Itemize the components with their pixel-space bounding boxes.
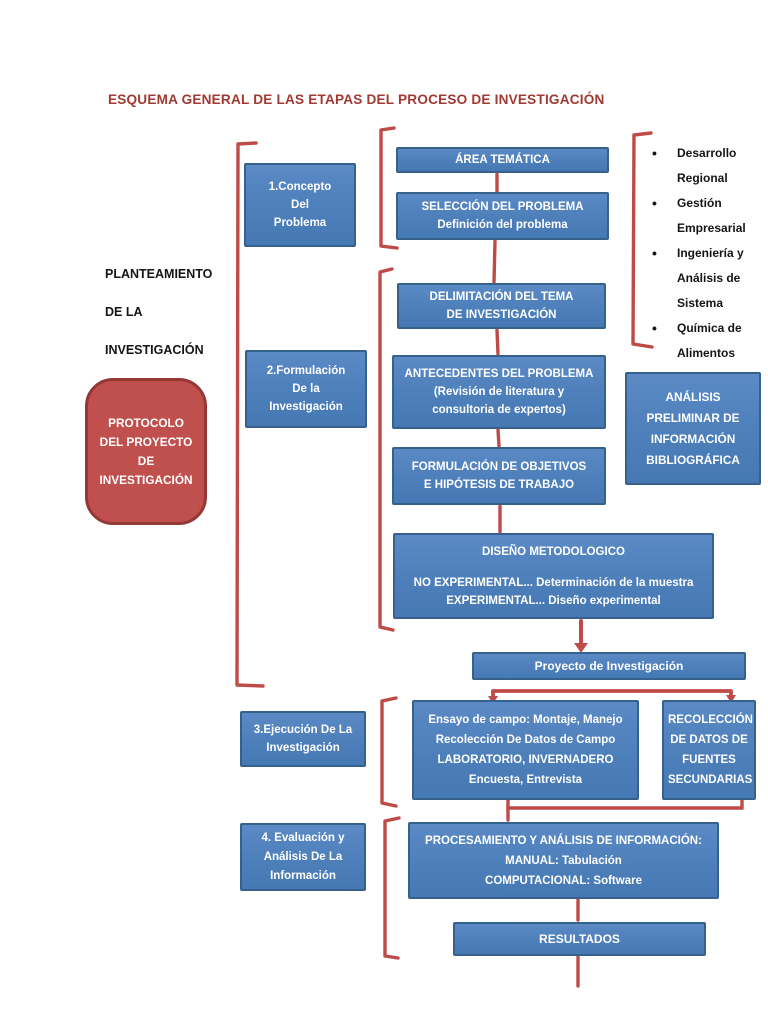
- box-line: ANÁLISIS: [665, 389, 721, 404]
- box-area-tematica: ÁREA TEMÁTICA: [396, 147, 609, 173]
- planteamiento-label-line: PLANTEAMIENTO: [105, 267, 213, 281]
- bracket-stage3: [380, 696, 398, 808]
- box-formulacion-objetivos: FORMULACIÓN DE OBJETIVOS E HIPÓTESIS DE …: [392, 447, 606, 505]
- topic-item: Desarrollo Regional: [648, 141, 760, 191]
- box-line: PRELIMINAR DE: [646, 410, 740, 425]
- box-formulacion-investigacion: 2.Formulación De la Investigación: [245, 350, 367, 428]
- box-line: (Revisión de literatura y: [433, 386, 565, 398]
- box-line: MANUAL: Tabulación: [505, 854, 622, 867]
- protocolo-line: DE: [137, 453, 155, 468]
- box-line: Del: [291, 199, 309, 211]
- box-delimitacion-tema: DELIMITACIÓN DEL TEMA DE INVESTIGACIÓN: [397, 283, 606, 329]
- box-line: Recolección De Datos de Campo: [435, 734, 616, 746]
- box-line: Encuesta, Entrevista: [468, 774, 583, 786]
- box-line: consultoria de expertos): [432, 404, 566, 416]
- box-line: INFORMACIÓN: [650, 431, 736, 446]
- box-line: Problema: [273, 217, 327, 229]
- box-line: LABORATORIO, INVERNADERO: [437, 754, 614, 766]
- bracket-stage4: [383, 816, 401, 960]
- box-line: Ensayo de campo: Montaje, Manejo: [428, 714, 623, 726]
- box-recoleccion-fuentes-secundarias: RECOLECCIÓN DE DATOS DE FUENTES SECUNDAR…: [662, 700, 756, 800]
- box-concepto-del-problema: 1.Concepto Del Problema: [244, 163, 356, 247]
- box-line: EXPERIMENTAL... Diseño experimental: [446, 594, 661, 607]
- box-antecedentes-problema: ANTECEDENTES DEL PROBLEMA (Revisión de l…: [392, 355, 606, 429]
- box-line: DE DATOS DE: [670, 734, 748, 746]
- line-antecedentes-objetivos: [496, 428, 501, 448]
- box-proyecto-investigacion: Proyecto de Investigación: [472, 652, 746, 680]
- box-line: 1.Concepto: [268, 181, 332, 193]
- box-line: E HIPÓTESIS DE TRABAJO: [423, 479, 575, 491]
- planteamiento-label: PLANTEAMIENTO DE LA INVESTIGACIÓN: [105, 255, 235, 369]
- bracket-stage1: [379, 126, 399, 250]
- box-ejecucion-investigacion: 3.Ejecución De La Investigación: [240, 711, 366, 767]
- box-evaluacion-analisis: 4. Evaluación y Análisis De La Informaci…: [240, 823, 366, 891]
- box-line: FUENTES: [682, 754, 736, 766]
- box-line: SELECCIÓN DEL PROBLEMA: [421, 201, 584, 213]
- box-line: RECOLECCIÓN: [668, 714, 753, 726]
- topic-item: Gestión Empresarial: [648, 191, 760, 241]
- protocolo-line: DEL PROYECTO: [99, 434, 193, 449]
- box-line: Investigación: [269, 401, 343, 413]
- box-line: BIBLIOGRÁFICA: [646, 452, 740, 467]
- box-line: DELIMITACIÓN DEL TEMA: [429, 291, 574, 303]
- protocolo-line: PROTOCOLO: [108, 415, 184, 430]
- box-procesamiento-analisis: PROCESAMIENTO Y ANÁLISIS DE INFORMACIÓN:…: [408, 822, 719, 899]
- box-analisis-preliminar: ANÁLISIS PRELIMINAR DE INFORMACIÓN BIBLI…: [625, 372, 761, 485]
- box-line: PROCESAMIENTO Y ANÁLISIS DE INFORMACIÓN:: [425, 834, 702, 847]
- protocolo-box: PROTOCOLO DEL PROYECTO DE INVESTIGACIÓN: [85, 378, 207, 525]
- box-line: DE INVESTIGACIÓN: [446, 309, 557, 321]
- topic-item: Química de Alimentos: [648, 316, 760, 366]
- box-resultados: RESULTADOS: [453, 922, 706, 956]
- box-line: COMPUTACIONAL: Software: [485, 874, 642, 887]
- protocolo-line: INVESTIGACIÓN: [99, 472, 193, 487]
- line-seleccion-delimitacion: [492, 239, 497, 284]
- planteamiento-label-line: INVESTIGACIÓN: [105, 343, 204, 357]
- line-delimitacion-antecedentes: [495, 328, 500, 356]
- box-diseno-metodologico: DISEÑO METODOLOGICO NO EXPERIMENTAL... D…: [393, 533, 714, 619]
- page-title: ESQUEMA GENERAL DE LAS ETAPAS DEL PROCES…: [108, 92, 605, 107]
- box-seleccion-del-problema: SELECCIÓN DEL PROBLEMA Definición del pr…: [396, 192, 609, 240]
- box-line: Definición del problema: [437, 219, 568, 231]
- branch-proyecto: [491, 689, 733, 701]
- topic-item: Ingeniería y Análisis de Sistema: [648, 241, 760, 316]
- planteamiento-label-line: DE LA: [105, 305, 143, 319]
- box-line: FORMULACIÓN DE OBJETIVOS: [411, 461, 587, 473]
- box-line: RESULTADOS: [539, 932, 620, 946]
- box-ensayo-de-campo: Ensayo de campo: Montaje, Manejo Recolec…: [412, 700, 639, 800]
- box-line: De la: [292, 383, 320, 395]
- box-line: 4. Evaluación y: [261, 831, 345, 844]
- box-line: DISEÑO METODOLOGICO: [482, 545, 625, 558]
- box-line: 3.Ejecución De La: [253, 724, 353, 736]
- topics-list: Desarrollo Regional Gestión Empresarial …: [648, 141, 760, 366]
- box-line: ANTECEDENTES DEL PROBLEMA: [404, 368, 594, 380]
- box-line: 2.Formulación: [266, 365, 346, 377]
- box-line: Investigación: [266, 742, 340, 754]
- box-line: Proyecto de Investigación: [534, 659, 684, 673]
- box-line: SECUNDARIAS: [668, 774, 753, 786]
- box-line: Información: [270, 869, 336, 882]
- box-line: ÁREA TEMÁTICA: [455, 154, 550, 166]
- box-line: Análisis De La: [263, 850, 343, 863]
- box-line: NO EXPERIMENTAL... Determinación de la m…: [413, 576, 694, 589]
